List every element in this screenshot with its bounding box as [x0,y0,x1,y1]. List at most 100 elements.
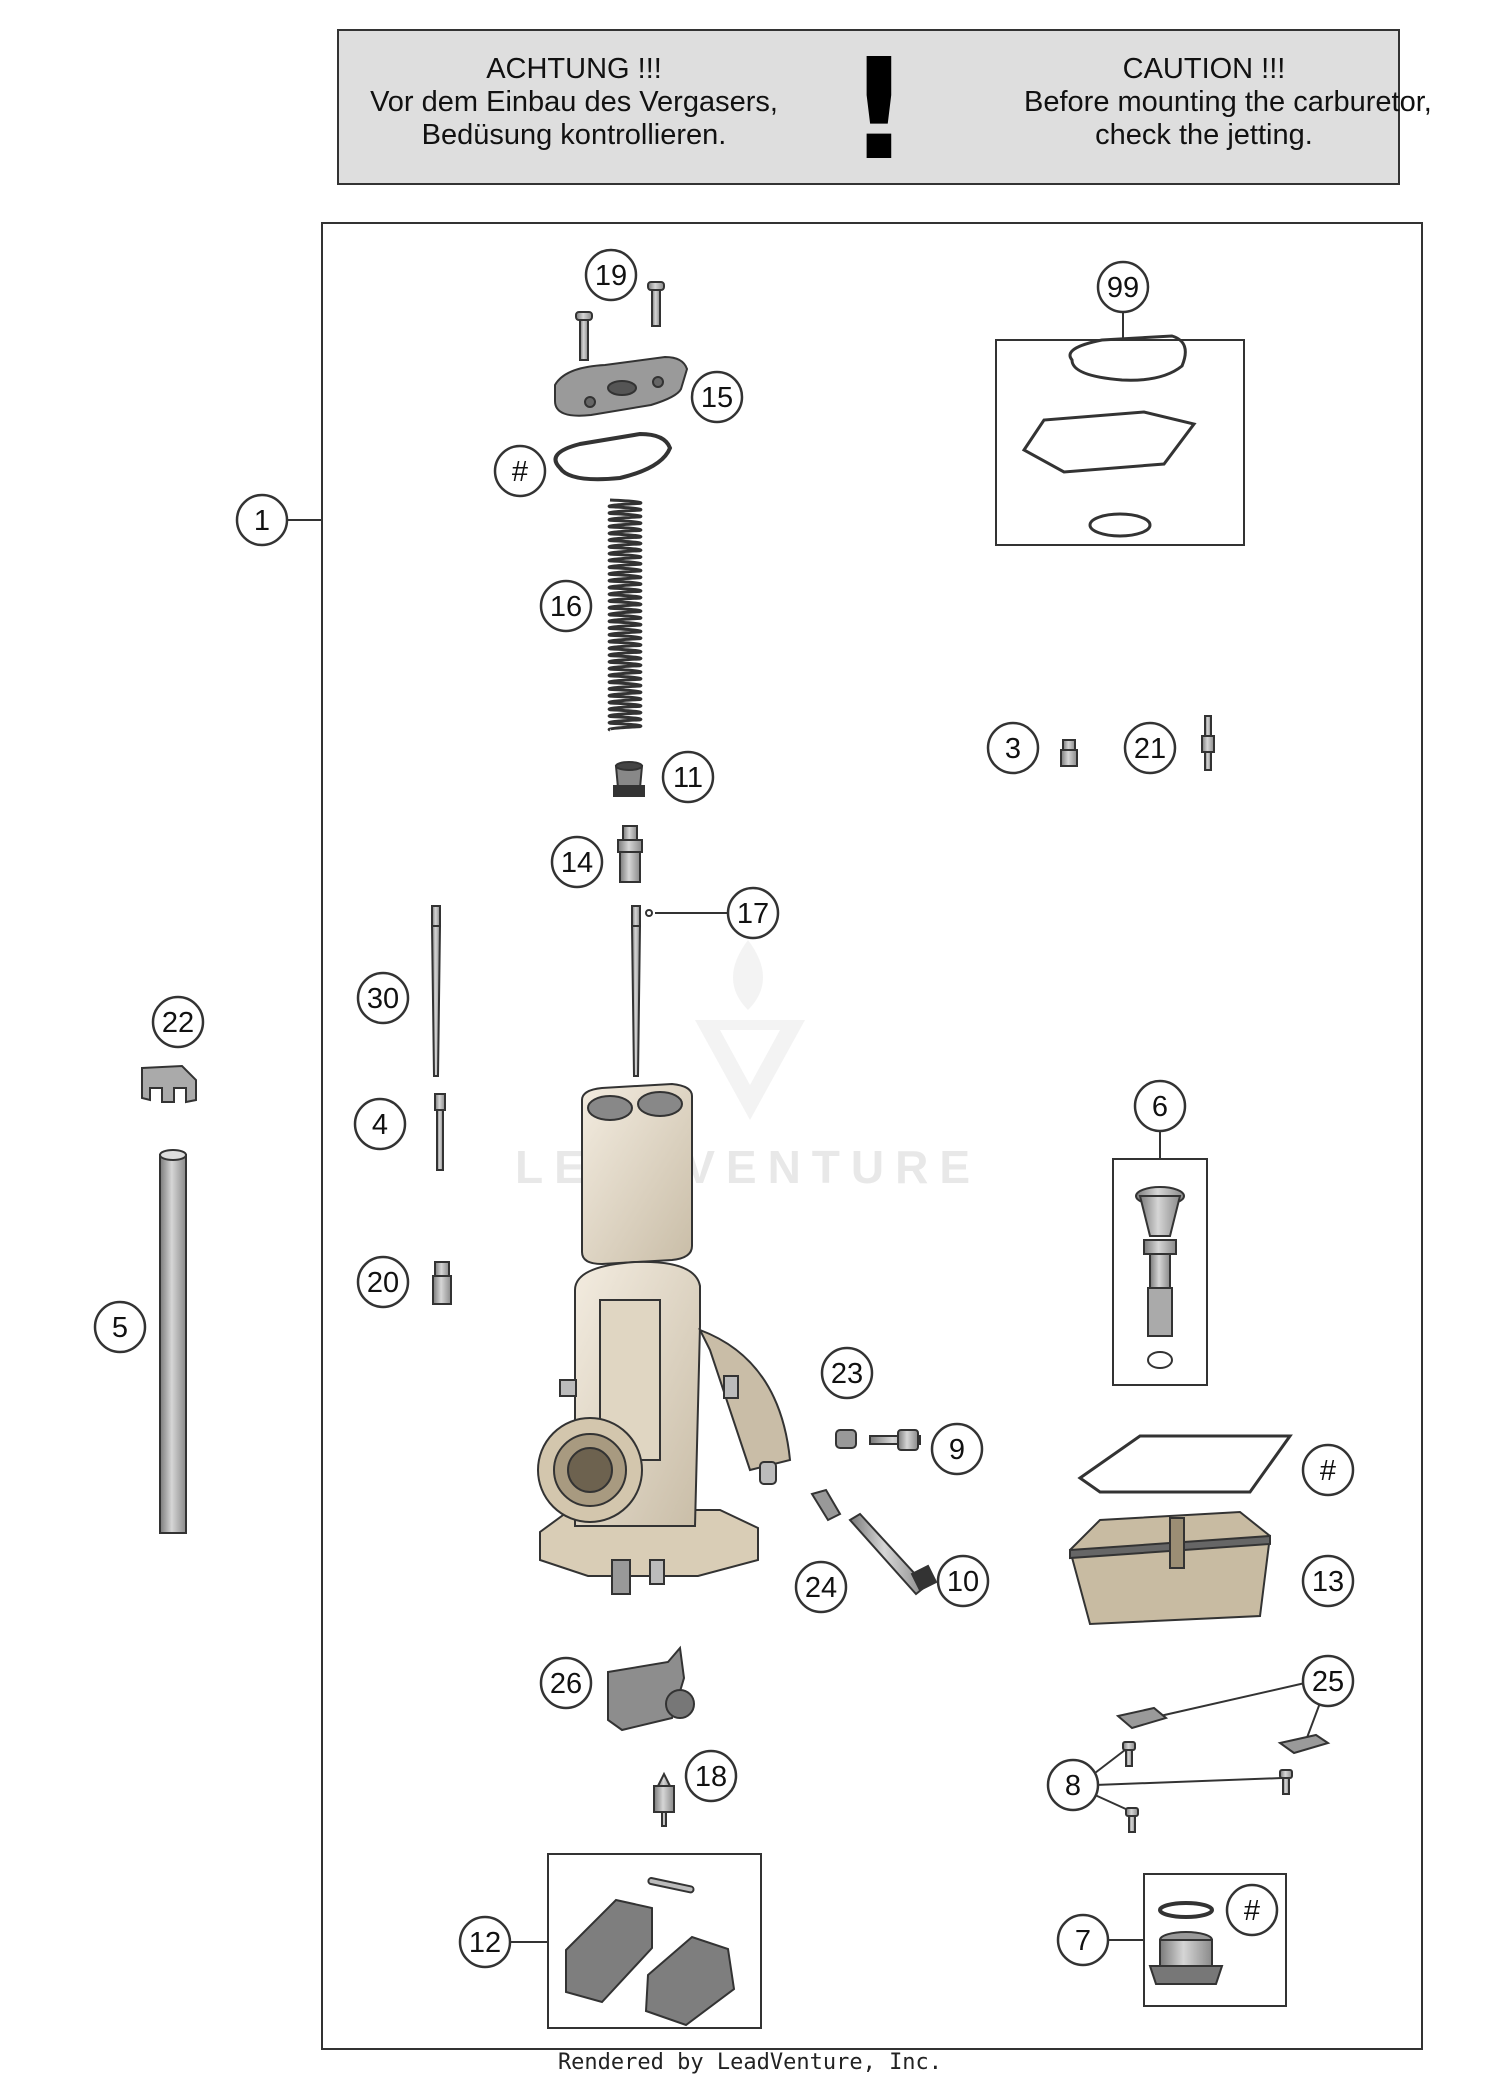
screw-19 [575,281,665,361]
callout-99: 99 [1096,260,1150,314]
leader-25a [1159,1682,1306,1717]
callout-25-text: 25 [1312,1666,1344,1698]
idle-screw-9 [869,1429,921,1451]
part-11-bushing [613,761,645,797]
spring-coil [607,498,643,732]
callout-hash-right-text: # [1320,1455,1336,1487]
callout-18-text: 18 [695,1761,727,1793]
callout-17: 17 [726,886,780,940]
leader-8b [1094,1777,1283,1786]
exclamation-icon: ! [847,29,911,192]
callout-5: 5 [93,1300,147,1354]
callout-3-text: 3 [1005,733,1021,765]
callout-6-text: 6 [1152,1091,1168,1123]
float-bowl-13 [1068,1510,1272,1626]
callout-19: 19 [584,248,638,302]
jet-21 [1201,715,1215,771]
warning-en-title: CAUTION !!! [1122,53,1286,85]
callout-15-text: 15 [701,382,733,414]
spring-24 [810,1488,842,1522]
callout-hash-right: # [1301,1443,1355,1497]
float-bowl-gasket [1077,1434,1293,1494]
callout-20: 20 [356,1255,410,1309]
part-26-bracket [607,1645,695,1732]
callout-11: 11 [661,750,715,804]
warning-de-line1: Vor dem Einbau des Vergasers, [370,86,778,118]
callout-1-text: 1 [254,505,270,537]
part-4-jet [434,1093,446,1171]
callout-9: 9 [930,1422,984,1476]
callout-1: 1 [235,493,289,547]
callout-26-text: 26 [550,1668,582,1700]
callout-15: 15 [690,370,744,424]
callout-3: 3 [986,721,1040,775]
warning-english: CAUTION !!! Before mounting the carburet… [1024,53,1432,152]
warning-en-line1: Before mounting the carburetor, [1024,86,1432,118]
choke-plunger-6 [1135,1186,1185,1369]
cover-gasket [553,431,673,482]
spring-23 [835,1429,857,1449]
callout-14: 14 [550,835,604,889]
part-14-needle-holder [617,825,643,883]
callout-8-text: 8 [1065,1770,1081,1802]
callout-23: 23 [820,1346,874,1400]
callout-99-text: 99 [1107,272,1139,304]
warning-en-line2: check the jetting. [1095,119,1313,151]
callouts: 1 19 15 # 16 11 14 17 30 4 20 22 5 99 3 … [93,248,1355,1969]
callout-21: 21 [1123,721,1177,775]
callout-hash-top-text: # [512,456,528,488]
screw-8 [1122,1741,1293,1833]
clip-22 [141,1064,197,1104]
callout-7-text: 7 [1075,1925,1091,1957]
callout-8: 8 [1046,1758,1100,1812]
callout-21-text: 21 [1134,733,1166,765]
callout-hash-bottom-text: # [1244,1895,1260,1927]
callout-7: 7 [1056,1913,1110,1967]
warning-de-title: ACHTUNG !!! [486,53,662,85]
callout-22: 22 [151,995,205,1049]
carburetor-body [537,1260,792,1595]
callout-11-text: 11 [673,762,703,794]
caution-banner: ACHTUNG !!! Vor dem Einbau des Vergasers… [337,29,1432,192]
tube-5 [159,1149,187,1534]
callout-18: 18 [684,1749,738,1803]
top-cover-15 [554,355,689,417]
adjust-screw-10 [848,1512,938,1596]
watermark-logo [695,940,805,1120]
warning-de-line2: Bedüsung kontrollieren. [421,119,727,151]
callout-hash-bottom: # [1225,1883,1279,1937]
needle-30 [430,905,442,1077]
throttle-slide [581,1082,693,1266]
callout-23-text: 23 [831,1358,863,1390]
warning-german: ACHTUNG !!! Vor dem Einbau des Vergasers… [354,53,794,152]
callout-20-text: 20 [367,1267,399,1299]
callout-30-text: 30 [367,983,399,1015]
render-credit: Rendered by LeadVenture, Inc. [557,2050,943,2075]
callout-17-text: 17 [737,898,769,930]
callout-16-text: 16 [550,591,582,623]
callout-12: 12 [458,1915,512,1969]
jet-3 [1060,739,1078,767]
callout-12-text: 12 [469,1927,501,1959]
callout-4: 4 [353,1097,407,1151]
callout-25: 25 [1301,1654,1355,1708]
needle-17 [630,905,653,1077]
callout-16: 16 [539,579,593,633]
callout-13-text: 13 [1312,1566,1344,1598]
callout-hash-top: # [493,444,547,498]
callout-14-text: 14 [561,847,593,879]
assembly-frame [321,222,1423,2050]
callout-22-text: 22 [162,1007,194,1039]
bracket-25 [1115,1706,1331,1755]
callout-10: 10 [936,1554,990,1608]
callout-24: 24 [794,1560,848,1614]
callout-9-text: 9 [949,1434,965,1466]
leader-8a [1094,1749,1126,1774]
leader-8c [1094,1794,1129,1811]
callout-26: 26 [539,1656,593,1710]
needle-valve-18 [653,1771,675,1827]
callout-4-text: 4 [372,1109,388,1141]
callout-5-text: 5 [112,1312,128,1344]
callout-13: 13 [1301,1554,1355,1608]
